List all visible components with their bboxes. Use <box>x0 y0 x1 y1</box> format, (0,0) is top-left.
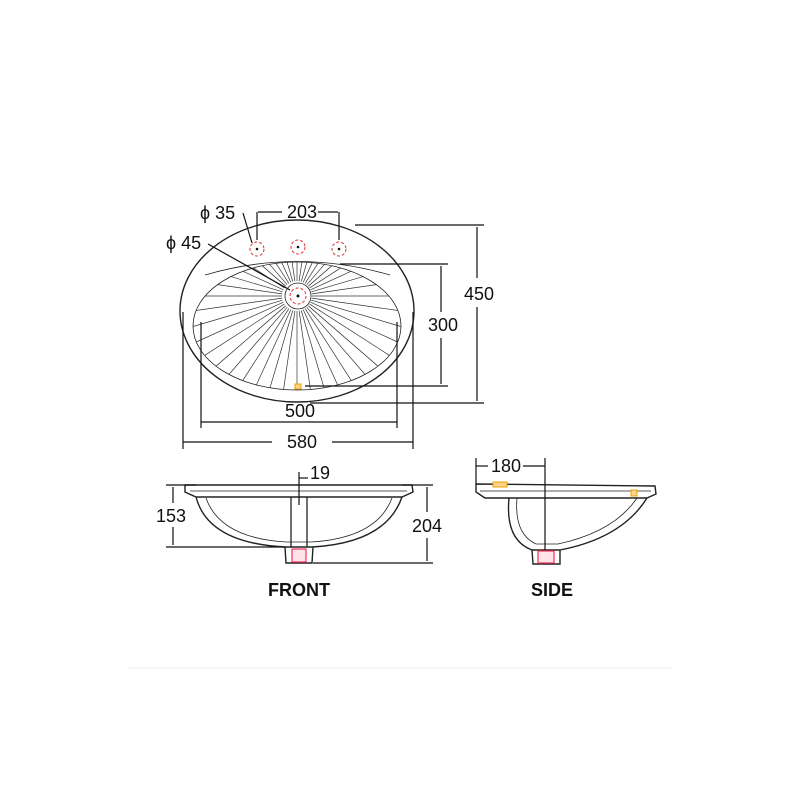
bowl-surface-line <box>308 305 379 367</box>
bowl-surface-line <box>300 310 325 388</box>
side-bowl-inner <box>516 497 638 545</box>
bowl-surface-line <box>311 284 377 295</box>
side-drain-outlet <box>531 549 561 565</box>
bowl-surface-line <box>302 309 338 386</box>
bowl-surface-line <box>302 262 313 283</box>
bowl-surface-line <box>269 310 294 388</box>
bowl-surface-line <box>269 264 288 285</box>
front-bowl-outer <box>195 496 403 548</box>
bowl-surface-line <box>308 265 333 287</box>
dim-faucet-hole-diameter: ϕ 35 <box>200 203 235 223</box>
bowl-surface-line <box>230 276 283 293</box>
faucet-hole-left <box>249 241 265 257</box>
faucet-hole-right <box>331 241 347 257</box>
dim-faucet-spacing: 203 <box>287 202 317 222</box>
bowl-surface-line <box>309 303 390 356</box>
bowl-surface-line <box>242 270 284 291</box>
bowl-surface-line <box>196 297 283 311</box>
bowl-surface-line <box>310 270 352 291</box>
dim-drain-width: 19 <box>310 463 330 483</box>
dim-drain-offset: 180 <box>491 456 521 476</box>
bowl-surface-line <box>310 301 398 343</box>
bowl-surface-line <box>192 299 283 327</box>
bowl-surface-line <box>228 307 288 375</box>
sink-deck-edge <box>204 261 391 276</box>
bowl-surface-line <box>311 276 364 293</box>
side-view: 180 SIDE <box>475 456 657 600</box>
bowl-surface-line <box>311 299 402 327</box>
bowl-surface-line <box>217 284 283 295</box>
bowl-surface-lines <box>192 262 402 390</box>
front-view-label: FRONT <box>268 580 330 600</box>
drain-hole <box>284 282 312 310</box>
dim-overall-height: 204 <box>412 516 442 536</box>
bowl-surface-line <box>306 264 325 285</box>
side-drain-marker <box>537 550 555 564</box>
side-faucet-marker <box>492 481 508 488</box>
bowl-surface-line <box>275 263 290 284</box>
dim-overall-depth: 450 <box>464 284 494 304</box>
bowl-surface-line <box>309 267 341 289</box>
bowl-surface-line <box>306 307 366 375</box>
front-drain-outlet <box>284 546 314 564</box>
bowl-surface-line <box>300 262 308 282</box>
dim-bowl-depth: 300 <box>428 315 458 335</box>
bowl-surface-line <box>286 262 294 282</box>
bowl-surface-line <box>304 263 319 284</box>
front-bowl-inner <box>205 497 393 543</box>
bowl-surface-line <box>196 301 284 343</box>
bowl-surface-line <box>242 308 290 381</box>
bowl-surface-line <box>298 262 303 282</box>
bowl-surface-line <box>215 305 286 367</box>
bowl-surface-line <box>261 265 286 287</box>
sink-outer-rim <box>179 219 415 403</box>
bowl-surface-line <box>281 262 292 283</box>
bowl-surface-line <box>204 303 285 356</box>
bowl-surface-line <box>298 310 311 390</box>
front-drain-marker <box>291 548 307 563</box>
dim-bowl-height: 153 <box>156 506 186 526</box>
bowl-surface-line <box>311 297 398 311</box>
overflow-marker <box>294 383 302 390</box>
dim-drain-hole-diameter: ϕ 45 <box>166 233 201 253</box>
side-bowl-outer <box>507 497 648 551</box>
side-view-label: SIDE <box>531 580 573 600</box>
top-view: 203 ϕ 35 ϕ 45 450 300 500 580 <box>166 202 494 452</box>
front-view: 19 153 204 FRONT <box>156 463 442 600</box>
bowl-surface-line <box>283 310 296 390</box>
dim-overall-width: 580 <box>287 432 317 452</box>
faucet-hole-center <box>290 239 306 255</box>
bowl-surface-line <box>291 262 296 282</box>
side-overflow-marker <box>630 489 638 497</box>
bowl-surface-line <box>304 308 352 381</box>
bowl-surface-line <box>256 309 292 386</box>
dim-bowl-width: 500 <box>285 401 315 421</box>
